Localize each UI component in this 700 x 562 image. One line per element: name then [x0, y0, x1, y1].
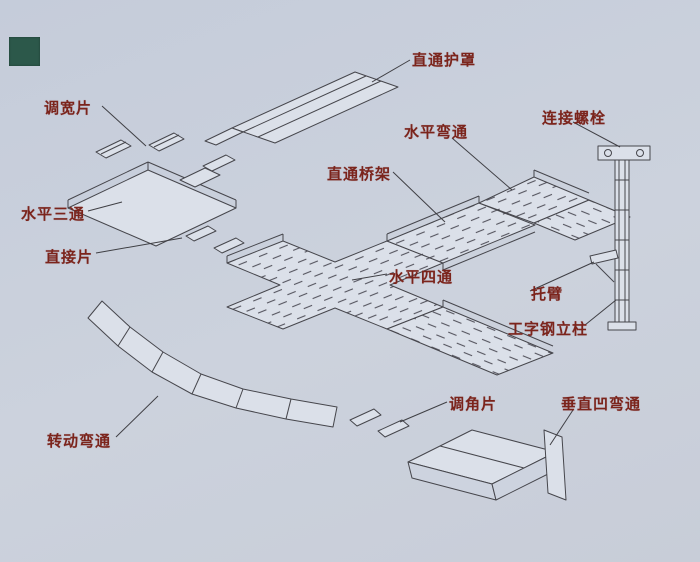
label-width-adjust-piece: 调宽片 — [44, 99, 93, 117]
ibeam-column-drawing — [589, 145, 651, 331]
label-straight-cover: 直通护罩 — [412, 51, 477, 69]
label-horizontal-tee: 水平三通 — [21, 205, 86, 223]
horizontal-tee-drawing — [67, 161, 237, 247]
connector-pieces-drawing — [185, 225, 245, 254]
label-horizontal-bend: 水平弯通 — [404, 123, 469, 141]
label-vertical-concave-bend: 垂直凹弯通 — [561, 395, 642, 413]
straight-cover-drawing — [204, 71, 399, 146]
label-rotating-bend: 转动弯通 — [47, 432, 112, 450]
straight-tray-drawing — [386, 195, 536, 271]
angle-adjust-pieces-drawing — [349, 408, 410, 438]
support-arm-drawing — [589, 249, 619, 283]
label-connector-piece: 直接片 — [45, 248, 94, 266]
lower-tray-run-drawing — [386, 299, 554, 376]
label-horizontal-cross: 水平四通 — [389, 268, 454, 286]
rotating-bend-drawing — [87, 300, 338, 428]
leader-lines — [87, 59, 621, 446]
label-ibeam-column: 工字钢立柱 — [508, 320, 589, 338]
label-connecting-bolt: 连接螺栓 — [542, 109, 607, 127]
horizontal-bend-drawing — [478, 169, 631, 241]
vertical-concave-bend-drawing — [407, 429, 567, 501]
connecting-bolts-drawing — [597, 145, 651, 161]
label-straight-tray: 直通桥架 — [327, 165, 392, 183]
label-support-arm: 托臂 — [531, 285, 564, 303]
corner-mark — [9, 37, 40, 66]
label-angle-adjust-piece: 调角片 — [449, 395, 498, 413]
